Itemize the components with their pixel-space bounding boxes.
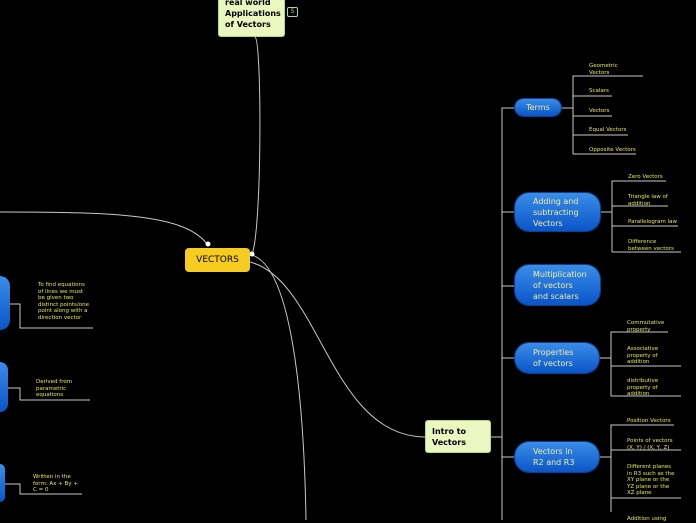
leaf-different-planes[interactable]: Different planes in R3 such as the XY pl…	[627, 464, 675, 496]
leaf-associative[interactable]: Associative property of addition	[627, 346, 659, 365]
left-subtopic-1[interactable]	[0, 276, 10, 330]
leaf-distributive[interactable]: distributive property of addition	[627, 378, 659, 397]
topic-intro-to-vectors[interactable]: Intro to Vectors	[425, 420, 491, 453]
leaf-points-of-vectors[interactable]: Points of vectors (X, Y) / (X, Y, Z)	[627, 438, 673, 451]
topic-real-world-applications[interactable]: real world Applications of Vectors	[218, 0, 285, 37]
leaf-difference-vectors[interactable]: Difference between vectors	[628, 239, 674, 252]
leaf-addition-using[interactable]: Addition using	[627, 516, 667, 522]
central-topic-vectors[interactable]: VECTORS	[185, 248, 250, 272]
leaf-written-in-form[interactable]: Written in the form: Ax + By + C = 0	[33, 474, 78, 493]
leaf-find-equations-of-lines[interactable]: To find equations of lines we must be gi…	[38, 282, 89, 321]
leaf-commutative[interactable]: Commutative property	[627, 320, 665, 333]
leaf-zero-vectors[interactable]: Zero Vectors	[628, 174, 663, 180]
leaf-geometric-vectors[interactable]: Geometric Vectors	[589, 63, 618, 76]
leaf-triangle-law[interactable]: Triangle law of addition	[628, 194, 668, 207]
subtopic-vectors-r2-r3[interactable]: Vectors in R2 and R3	[515, 442, 599, 472]
leaf-derived-from-parametric[interactable]: Derived from parametric equations	[36, 379, 73, 398]
left-subtopic-2[interactable]	[0, 362, 8, 412]
leaf-scalars[interactable]: Scalars	[589, 88, 609, 94]
leaf-position-vectors[interactable]: Position Vectors	[627, 418, 671, 424]
leaf-opposite-vectors[interactable]: Opposite Vectors	[589, 147, 636, 153]
leaf-equal-vectors[interactable]: Equal Vectors	[589, 127, 627, 133]
collapsed-count-badge[interactable]: 5	[287, 7, 298, 17]
leaf-parallelogram-law[interactable]: Parallelogram law	[628, 219, 678, 225]
leaf-vectors[interactable]: Vectors	[589, 108, 610, 114]
subtopic-multiplication[interactable]: Multiplication of vectors and scalars	[515, 265, 600, 305]
subtopic-terms[interactable]: Terms	[515, 99, 561, 116]
left-subtopic-3[interactable]	[0, 464, 5, 502]
subtopic-properties[interactable]: Properties of vectors	[515, 343, 599, 373]
subtopic-adding-subtracting[interactable]: Adding and subtracting Vectors	[515, 193, 600, 231]
